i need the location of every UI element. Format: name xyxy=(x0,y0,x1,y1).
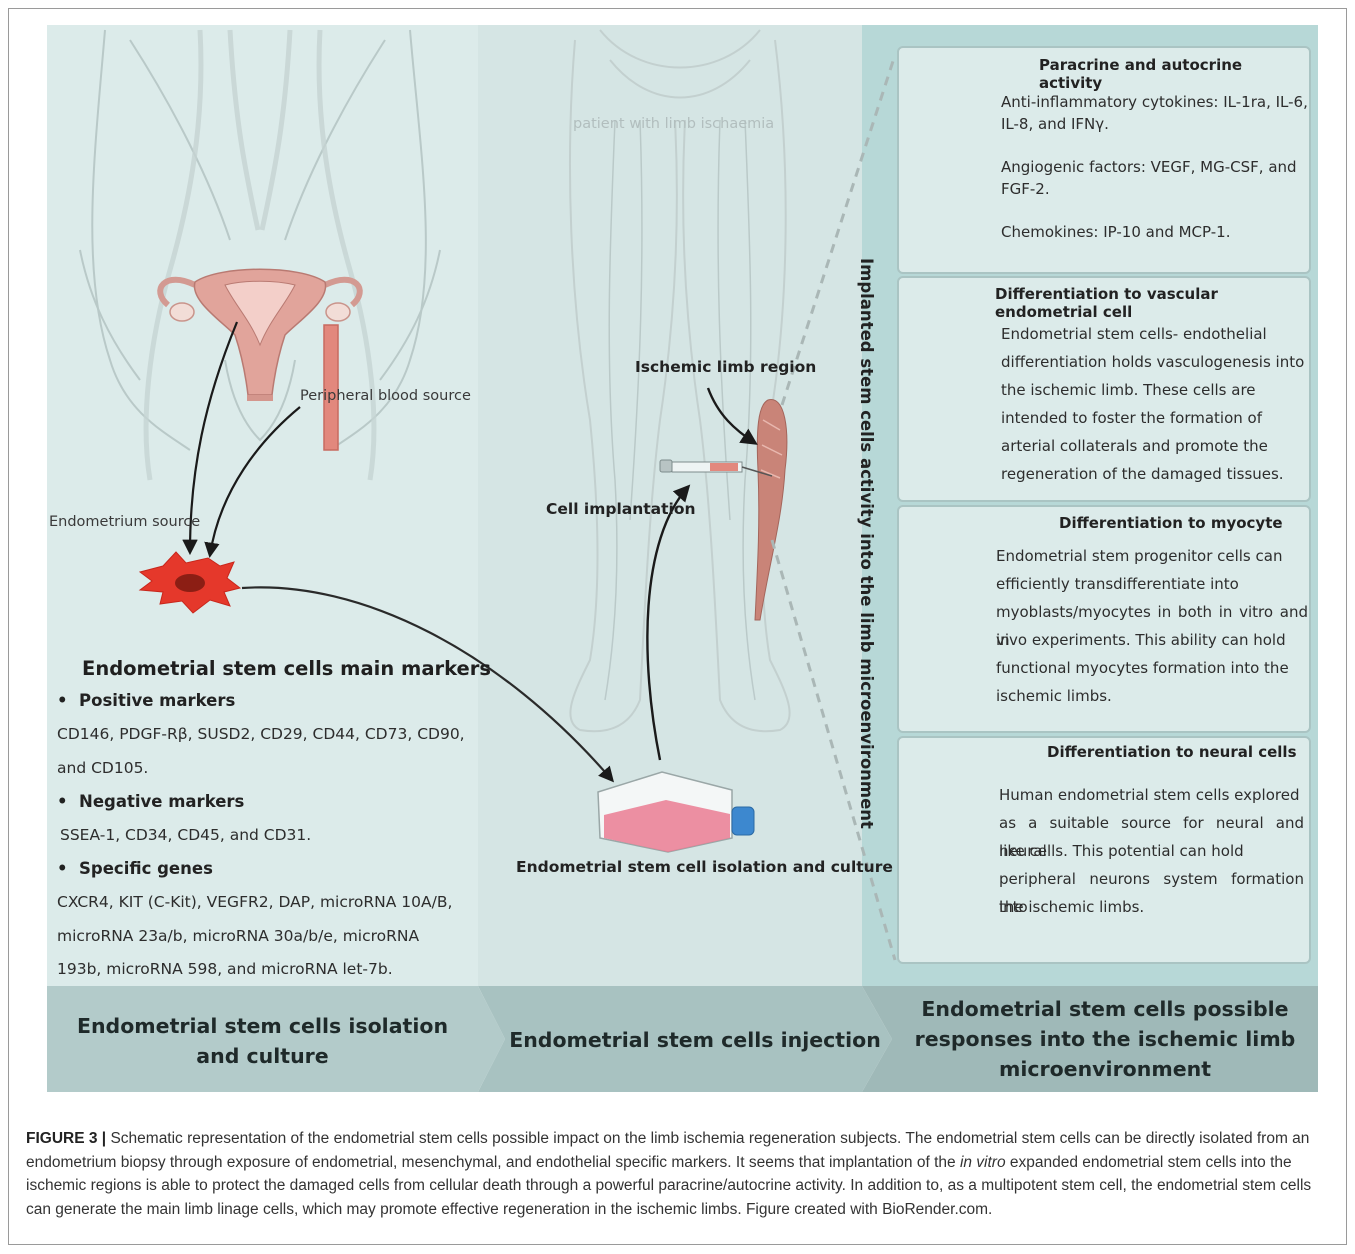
footer-step1: Endometrial stem cells isolation and cul… xyxy=(60,1011,465,1071)
specific-genes-line: CXCR4, KIT (C-Kit), VEGFR2, DAP, microRN… xyxy=(57,893,452,911)
card-line: differentiation holds vasculogenesis int… xyxy=(1001,348,1305,376)
markers-title: Endometrial stem cells main markers xyxy=(82,657,491,680)
card-line: Endometrial stem progenitor cells can xyxy=(996,542,1308,570)
syringe-icon xyxy=(660,460,772,476)
ischemic-muscle-icon xyxy=(755,400,787,620)
negative-markers-line: SSEA-1, CD34, CD45, and CD31. xyxy=(60,826,311,844)
card-line: the ischemic limbs. xyxy=(999,893,1304,921)
card-line: functional myocytes formation into the xyxy=(996,654,1308,682)
footer-step2: Endometrial stem cells injection xyxy=(505,1025,885,1055)
card-line: ischemic limbs. xyxy=(996,682,1308,710)
card-line: efficiently transdifferentiate into xyxy=(996,570,1308,598)
card-line: intended to foster the formation of xyxy=(1001,404,1305,432)
stem-cell-icon xyxy=(140,552,240,613)
positive-markers-line: CD146, PDGF-Rβ, SUSD2, CD29, CD44, CD73,… xyxy=(57,725,465,743)
culture-flask-icon xyxy=(598,772,754,852)
dashed-connector-top xyxy=(782,55,895,405)
endometrium-source-label: Endometrium source xyxy=(49,514,200,530)
card-line: Chemokines: IP-10 and MCP-1. xyxy=(1001,221,1309,243)
caption-italic: in vitro xyxy=(960,1154,1006,1171)
vertical-activity-label: Implanted stem cells activity into the l… xyxy=(857,258,876,748)
card-line: Human endometrial stem cells explored xyxy=(999,781,1304,809)
card-line: Anti-inflammatory cytokines: IL-1ra, IL-… xyxy=(1001,91,1309,113)
figure-caption: FIGURE 3 | Schematic representation of t… xyxy=(26,1127,1326,1221)
leg-veins xyxy=(605,120,755,700)
caption-label: FIGURE 3 | xyxy=(26,1130,106,1147)
card-line: regeneration of the damaged tissues. xyxy=(1001,460,1305,488)
card-line: like cells. This potential can hold xyxy=(999,837,1304,865)
positive-markers-heading: • Positive markers xyxy=(57,691,235,710)
card-title: Paracrine and autocrine activity xyxy=(999,56,1309,92)
card-line: vivo experiments. This ability can hold xyxy=(996,626,1308,654)
card-title: Differentiation to vascular endometrial … xyxy=(995,285,1309,321)
card-title: Differentiation to neural cells xyxy=(1047,743,1309,761)
card-line: IL-8, and IFNγ. xyxy=(1001,113,1309,135)
card-line: Endometrial stem cells- endothelial xyxy=(1001,320,1305,348)
negative-markers-heading: • Negative markers xyxy=(57,792,244,811)
culture-arrow xyxy=(242,587,612,780)
card-neural: Differentiation to neural cells Human en… xyxy=(897,736,1311,964)
card-line: arterial collaterals and promote the xyxy=(1001,432,1305,460)
footer-step3: Endometrial stem cells possible response… xyxy=(895,994,1315,1084)
isolation-culture-label: Endometrial stem cell isolation and cult… xyxy=(516,858,893,876)
card-line: FGF-2. xyxy=(1001,178,1309,200)
peripheral-blood-label: Peripheral blood source xyxy=(300,388,471,404)
card-myocyte: Differentiation to myocyte Endometrial s… xyxy=(897,505,1311,733)
card-vascular: Differentiation to vascular endometrial … xyxy=(897,276,1311,502)
card-paracrine: Paracrine and autocrine activity Anti-in… xyxy=(897,46,1311,274)
blood-arrow xyxy=(210,407,300,555)
legs-silhouette xyxy=(570,30,790,731)
patient-label: patient with limb ischaemia xyxy=(573,116,774,132)
positive-markers-line: and CD105. xyxy=(57,759,148,777)
card-line: Angiogenic factors: VEGF, MG-CSF, and xyxy=(1001,156,1309,178)
dashed-connector-bottom xyxy=(772,540,895,960)
card-title: Differentiation to myocyte xyxy=(1059,514,1309,532)
cell-implantation-label: Cell implantation xyxy=(546,500,696,518)
pelvis-veins xyxy=(146,30,374,480)
specific-genes-line: microRNA 23a/b, microRNA 30a/b/e, microR… xyxy=(57,927,419,945)
ischemic-region-label: Ischemic limb region xyxy=(635,358,816,376)
specific-genes-heading: • Specific genes xyxy=(57,859,213,878)
specific-genes-line: 193b, microRNA 598, and microRNA let-7b. xyxy=(57,960,393,978)
card-line: the ischemic limb. These cells are xyxy=(1001,376,1305,404)
implantation-arrow xyxy=(647,487,688,760)
